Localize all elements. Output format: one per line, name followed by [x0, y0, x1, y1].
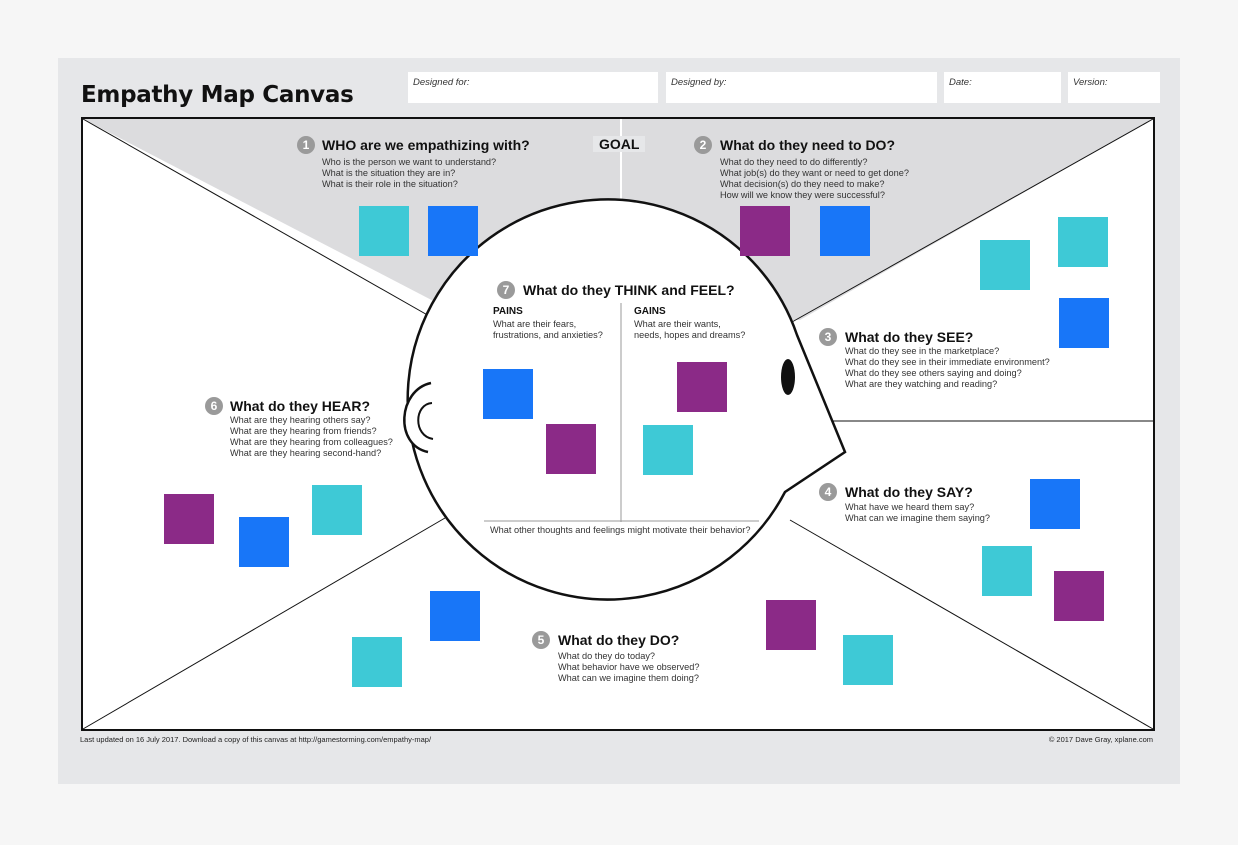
sticky-note[interactable] [643, 425, 693, 475]
sticky-note[interactable] [483, 369, 533, 419]
diagonal-top-left [82, 118, 446, 326]
sticky-note[interactable] [766, 600, 816, 650]
pains-label: PAINS [493, 306, 523, 317]
canvas-border [81, 117, 1155, 731]
footer-left: Last updated on 16 July 2017. Download a… [80, 735, 432, 744]
sticky-note[interactable] [164, 494, 214, 544]
goal-label: GOAL [593, 136, 646, 152]
sticky-note[interactable] [1058, 217, 1108, 267]
sticky-note[interactable] [352, 637, 402, 687]
sticky-note[interactable] [677, 362, 727, 412]
who-title: WHO are we empathizing with? [322, 137, 530, 153]
sticky-note[interactable] [843, 635, 893, 685]
sticky-note[interactable] [428, 206, 478, 256]
think-feel-title: What do they THINK and FEEL? [523, 282, 735, 298]
sticky-note[interactable] [1054, 571, 1104, 621]
section-number-4: 4 [819, 483, 837, 501]
do-title: What do they DO? [558, 632, 680, 648]
sticky-note[interactable] [1059, 298, 1109, 348]
pains-questions: What are their fears, frustrations, and … [493, 319, 603, 340]
date-field[interactable]: Date: [944, 72, 1061, 103]
section-number-7: 7 [497, 281, 515, 299]
sticky-note[interactable] [980, 240, 1030, 290]
who-questions: Who is the person we want to understand?… [322, 157, 497, 189]
designed-by-label: Designed by: [671, 77, 727, 88]
see-questions: What do they see in the marketplace? Wha… [845, 346, 1050, 389]
sticky-note[interactable] [239, 517, 289, 567]
eye-icon [781, 359, 795, 395]
do-need-questions: What do they need to do differently? Wha… [720, 157, 909, 200]
diagonal-bottom-left [82, 517, 446, 730]
designed-by-field[interactable]: Designed by: [666, 72, 937, 103]
sticky-note[interactable] [312, 485, 362, 535]
diagonal-top-right [791, 118, 1154, 323]
say-title: What do they SAY? [845, 484, 973, 500]
diagonal-bottom-right [789, 519, 1154, 730]
do-need-title: What do they need to DO? [720, 137, 895, 153]
section-number-6: 6 [205, 397, 223, 415]
section-number-2: 2 [694, 136, 712, 154]
designed-for-label: Designed for: [413, 77, 470, 88]
section-number-1: 1 [297, 136, 315, 154]
sticky-note[interactable] [982, 546, 1032, 596]
see-title: What do they SEE? [845, 329, 974, 345]
sticky-note[interactable] [430, 591, 480, 641]
section-number-3: 3 [819, 328, 837, 346]
hear-title: What do they HEAR? [230, 398, 370, 414]
ear-inner [417, 402, 434, 440]
gains-label: GAINS [634, 306, 666, 317]
designed-for-field[interactable]: Designed for: [408, 72, 658, 103]
gains-questions: What are their wants, needs, hopes and d… [634, 319, 746, 340]
sticky-note[interactable] [1030, 479, 1080, 529]
version-label: Version: [1073, 77, 1108, 88]
sticky-note[interactable] [546, 424, 596, 474]
other-thoughts-question: What other thoughts and feelings might m… [490, 525, 751, 535]
sticky-note[interactable] [820, 206, 870, 256]
section-number-5: 5 [532, 631, 550, 649]
say-questions: What have we heard them say? What can we… [845, 502, 991, 523]
head-outline [406, 198, 847, 601]
hear-questions: What are they hearing others say? What a… [230, 415, 393, 458]
footer-right: © 2017 Dave Gray, xplane.com [1048, 735, 1153, 744]
sticky-note[interactable] [740, 206, 790, 256]
do-questions: What do they do today? What behavior hav… [558, 651, 700, 683]
date-label: Date: [949, 77, 972, 88]
page-title: Empathy Map Canvas [81, 82, 354, 108]
version-field[interactable]: Version: [1068, 72, 1160, 103]
sticky-note[interactable] [359, 206, 409, 256]
